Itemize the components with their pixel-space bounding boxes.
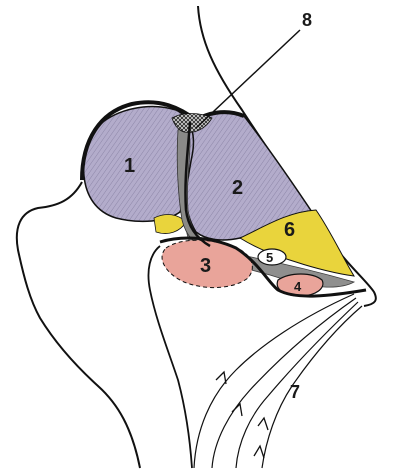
label-3: 3: [200, 255, 211, 277]
arrow-icon: [258, 418, 268, 430]
label-6: 6: [284, 219, 295, 241]
label-2: 2: [232, 177, 243, 199]
leader-line-8: [196, 30, 300, 128]
label-8: 8: [302, 10, 312, 30]
fiber-line-4: [262, 306, 362, 468]
label-7: 7: [290, 382, 300, 402]
arrow-icon: [254, 446, 264, 458]
outer-contour-left: [17, 182, 140, 468]
label-4: 4: [294, 279, 302, 294]
label-1: 1: [124, 155, 135, 177]
label-5: 5: [266, 250, 273, 265]
fiber-line-2: [212, 298, 356, 468]
